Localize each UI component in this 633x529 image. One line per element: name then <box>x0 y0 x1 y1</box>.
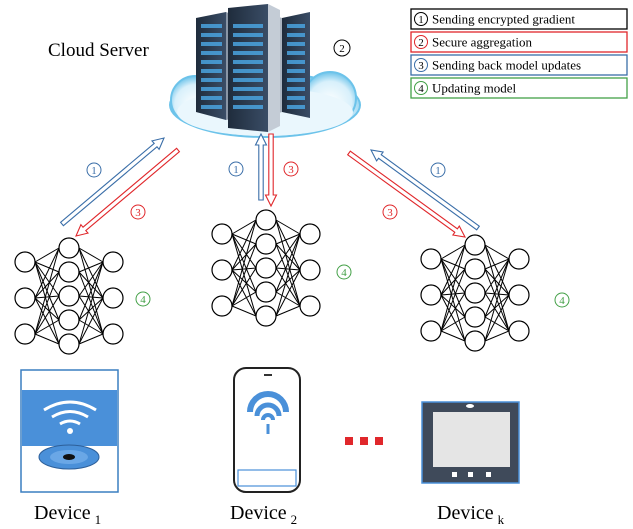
neuron <box>211 223 233 245</box>
neuron <box>420 320 442 342</box>
neuron <box>58 285 80 307</box>
neuron <box>508 284 530 306</box>
legend-number-circle <box>414 12 428 26</box>
neuron <box>464 234 486 256</box>
legend-item-3: 3 Sending back model updates <box>410 54 628 76</box>
device-k-tablet-icon <box>421 401 520 484</box>
download-arrow-device-2 <box>264 133 278 208</box>
neuron <box>14 251 36 273</box>
legend-box <box>410 8 628 30</box>
neuron <box>255 257 277 279</box>
upload-label-device-k: 1 <box>430 162 446 178</box>
download-label-device-2: 3 <box>283 161 299 177</box>
neuron <box>464 258 486 280</box>
legend-label: Sending back model updates <box>432 58 581 73</box>
more-devices-dots <box>345 437 383 445</box>
neuron <box>58 333 80 355</box>
server-rack-icon <box>196 4 310 132</box>
neuron <box>464 330 486 352</box>
legend-box <box>410 54 628 76</box>
neuron <box>255 305 277 327</box>
legend-box <box>410 77 628 99</box>
download-label-device-k: 3 <box>382 204 398 220</box>
neuron <box>464 282 486 304</box>
download-arrow-device-1 <box>75 147 181 237</box>
neuron <box>420 248 442 270</box>
update-label-device-2: 4 <box>336 264 352 280</box>
neuron <box>255 233 277 255</box>
legend: 1 Sending encrypted gradient 2 Secure aggre… <box>410 8 628 99</box>
aggregation-step-marker: 2 <box>333 39 351 57</box>
update-label-device-2-text: 4 <box>341 267 347 279</box>
aggregation-step-number: 2 <box>339 43 345 55</box>
neuron <box>58 261 80 283</box>
neural-network-device-2 <box>211 209 321 327</box>
neuron <box>255 209 277 231</box>
device-2-phone-icon <box>233 367 301 493</box>
neuron <box>58 309 80 331</box>
update-label-device-1-text: 4 <box>140 294 146 306</box>
neuron <box>299 259 321 281</box>
cloud-server-icon: 2 <box>169 4 361 138</box>
upload-label-device-k-text: 1 <box>435 165 441 177</box>
device-1-speaker-icon <box>20 369 119 493</box>
upload-label-device-2: 1 <box>228 161 244 177</box>
neuron <box>14 287 36 309</box>
update-label-device-k-text: 4 <box>559 295 565 307</box>
upload-label-device-1-text: 1 <box>91 165 97 177</box>
update-markers: 4 4 4 <box>135 264 570 308</box>
upload-label-device-2-text: 1 <box>233 164 239 176</box>
upload-arrow-device-1 <box>59 137 165 227</box>
download-label-device-k-text: 3 <box>387 207 393 219</box>
download-label-device-2-text: 3 <box>288 164 294 176</box>
legend-number-circle <box>414 58 428 72</box>
legend-label: Updating model <box>432 81 517 96</box>
neuron <box>14 323 36 345</box>
legend-number-circle <box>414 35 428 49</box>
upload-arrow-device-k <box>370 149 481 231</box>
legend-number-circle <box>414 81 428 95</box>
neuron <box>508 248 530 270</box>
neuron <box>102 287 124 309</box>
neuron <box>58 237 80 259</box>
arrows: 1 3 1 3 1 3 <box>59 132 481 238</box>
update-label-device-1: 4 <box>135 291 151 307</box>
legend-item-4: 4 Updating model <box>410 77 628 99</box>
legend-item-1: 1 Sending encrypted gradient <box>410 8 628 30</box>
neuron <box>420 284 442 306</box>
neuron <box>211 295 233 317</box>
neuron <box>464 306 486 328</box>
upload-label-device-1: 1 <box>86 162 102 178</box>
download-label-device-1: 3 <box>130 204 146 220</box>
cloud-server-title: Cloud Server <box>48 40 149 61</box>
legend-number: 1 <box>418 14 424 26</box>
neuron <box>102 323 124 345</box>
legend-number: 4 <box>418 83 424 95</box>
legend-box <box>410 31 628 53</box>
update-label-device-k: 4 <box>554 292 570 308</box>
download-arrow-device-k <box>346 150 466 238</box>
legend-item-2: 2 Secure aggregation <box>410 31 628 53</box>
legend-label: Secure aggregation <box>432 35 532 50</box>
neuron <box>102 251 124 273</box>
legend-number: 3 <box>418 60 424 72</box>
neural-networks <box>14 209 530 355</box>
neuron <box>299 295 321 317</box>
download-label-device-1-text: 3 <box>135 207 141 219</box>
legend-number: 2 <box>418 37 424 49</box>
neural-network-device-1 <box>14 237 124 355</box>
neuron <box>508 320 530 342</box>
neuron <box>299 223 321 245</box>
upload-arrow-device-2 <box>254 132 268 201</box>
legend-label: Sending encrypted gradient <box>432 12 575 27</box>
neural-network-device-k <box>420 234 530 352</box>
neuron <box>255 281 277 303</box>
neuron <box>211 259 233 281</box>
